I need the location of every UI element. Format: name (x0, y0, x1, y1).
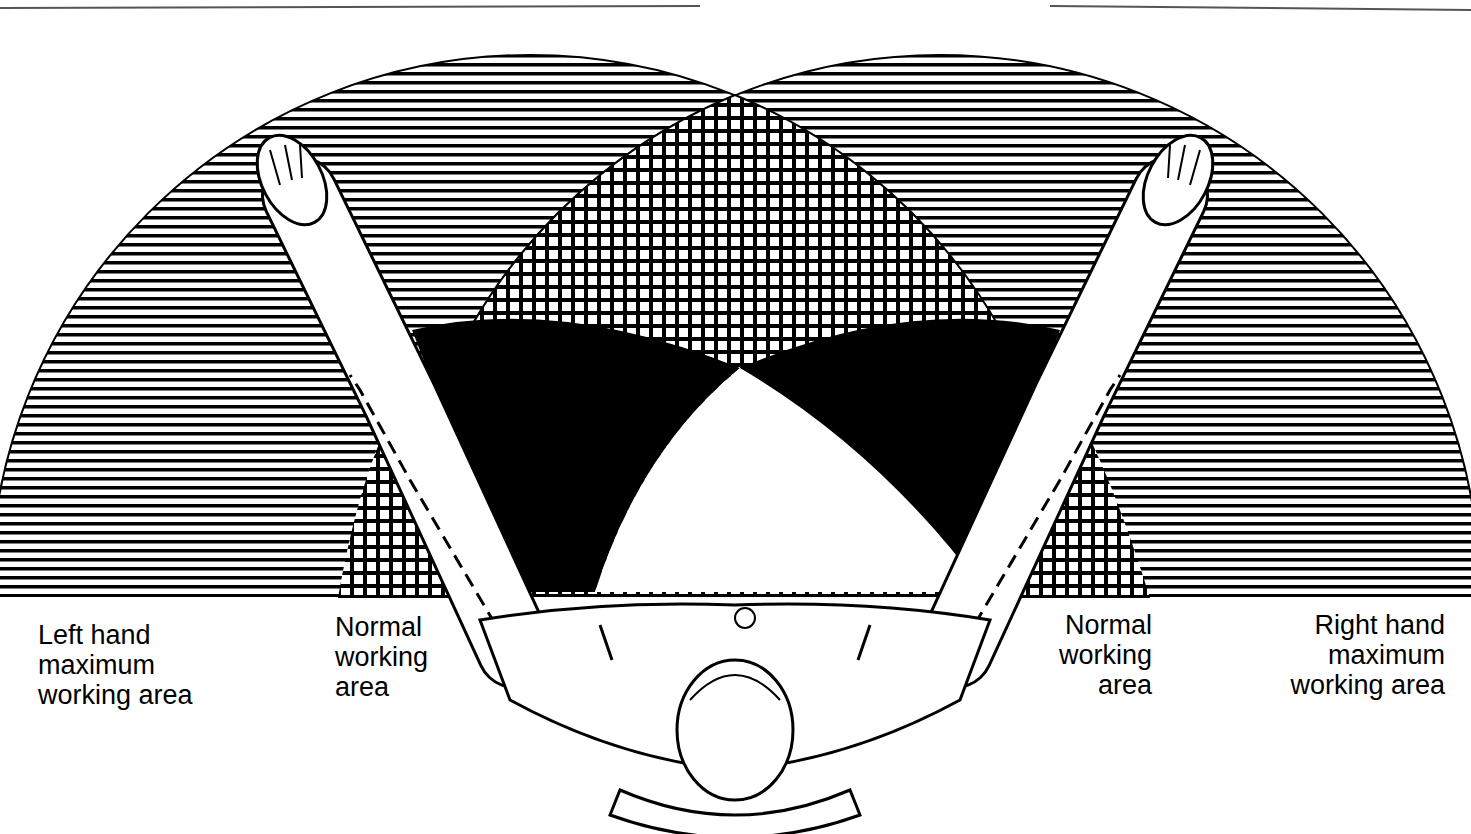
right-arm-outline (955, 195, 1170, 650)
torso-folds (600, 625, 870, 660)
area-label: Right hand maximum working area (1235, 610, 1445, 700)
left-arm (300, 195, 515, 650)
area-label: Left hand maximum working area (38, 620, 248, 710)
left-hand (243, 124, 341, 237)
pen (735, 608, 755, 628)
table-edge (0, 595, 1471, 597)
right-max-area (400, 55, 1471, 595)
right-fingers (1168, 145, 1200, 185)
left-arm-outline (300, 195, 515, 650)
head (677, 660, 793, 800)
area-label: Normal working area (335, 612, 465, 702)
page-edge (0, 6, 700, 8)
left-fingers (270, 145, 302, 185)
right-hand (1129, 124, 1227, 237)
right-arm (955, 195, 1170, 650)
overlap-area (400, 95, 1070, 595)
area-label: Normal working area (1030, 610, 1152, 700)
hair-line (690, 675, 780, 700)
inner-zone (595, 368, 985, 592)
page-edge (1050, 6, 1471, 10)
